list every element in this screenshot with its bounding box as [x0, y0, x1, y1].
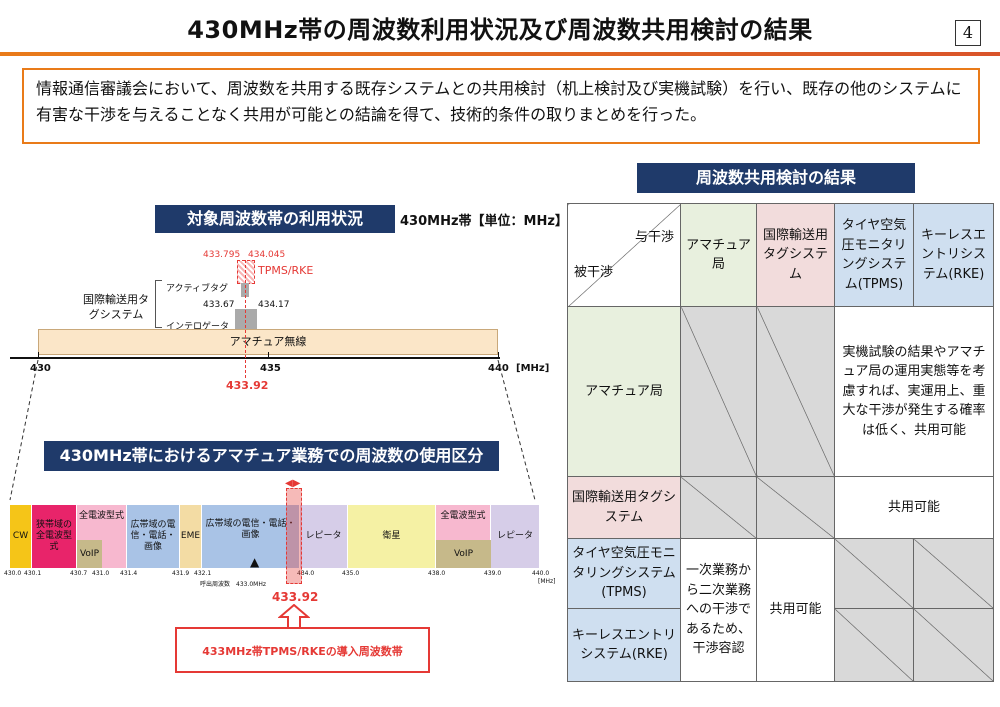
seg-voip2: VoIP [436, 540, 491, 568]
freq-434045: 434.045 [248, 250, 286, 260]
cell-amateur-result: 実機試験の結果やアマチュア局の運用実態等を考慮すれば、実運用上、重大な干渉が発生… [834, 306, 994, 477]
seg-cw: CW [10, 505, 32, 568]
utilization-label: 対象周波数帯の利用状況 [155, 205, 395, 233]
header-victim: 被干渉 [574, 264, 614, 280]
tpms-rke-band [237, 260, 255, 284]
usage-label: 430MHz帯におけるアマチュア業務での周波数の使用区分 [44, 441, 499, 471]
row-rke: キーレスエントリシステム(RKE) [567, 608, 681, 682]
tick-label: 431.4 [120, 570, 138, 577]
tick-label: 438.0 [428, 570, 446, 577]
axis-tick [268, 352, 269, 359]
freq-43367: 433.67 [203, 300, 235, 310]
col-amateur: アマチュア局 [680, 203, 757, 307]
seg-repeater1: レピータ [300, 505, 348, 568]
tpms-rke-label: TPMS/RKE [258, 264, 314, 277]
tick-label: 430.7 [70, 570, 88, 577]
calling-arrow: ▲ [250, 555, 260, 569]
page-title: 430MHz帯の周波数利用状況及び周波数共用検討の結果 [187, 16, 813, 44]
active-tag-label: アクティブタグ [166, 284, 229, 294]
tpms-rke-highlight [286, 488, 302, 584]
usage-unit: [MHz] [538, 578, 556, 585]
freq-43417: 434.17 [258, 300, 290, 310]
header-interferer: 与干渉 [634, 230, 674, 245]
cell-na [834, 608, 914, 682]
cell-na [913, 538, 994, 609]
tick-label: 435.0 [342, 570, 360, 577]
col-tpms: タイヤ空気圧モニタリングシステム(TPMS) [834, 203, 914, 307]
center-freq-top: 433.92 [226, 379, 269, 392]
seg-voip1: VoIP [77, 540, 102, 568]
cell-na [756, 476, 835, 539]
header-corner: 与干渉 被干渉 [567, 203, 681, 307]
cell-na [680, 476, 757, 539]
summary-box: 情報通信審議会において、周波数を共用する既存システムとの共用検討（机上検討及び実… [22, 68, 980, 144]
calling-freq: 呼出周波数 433.0MHz [200, 581, 267, 588]
seg-repeater2: レピータ [491, 505, 540, 568]
col-rke: キーレスエントリシステム(RKE) [913, 203, 994, 307]
tick-label: 432.1 [194, 570, 212, 577]
tick-label: 430.1 [24, 570, 42, 577]
seg-narrow: 狭帯域の全電波型式 [32, 505, 77, 568]
cell-na [913, 608, 994, 682]
system-label: 国際輸送用タグシステム [83, 293, 149, 322]
callout-box: 433MHz帯TPMS/RKEの導入周波数帯 [175, 627, 430, 673]
page-number: 4 [955, 20, 981, 46]
cell-na [680, 306, 757, 477]
result-table: 与干渉 被干渉 アマチュア局 国際輸送用タグシステム タイヤ空気圧モニタリングシ… [567, 203, 994, 682]
cell-na [834, 538, 914, 609]
axis-tick [498, 352, 499, 359]
interrogator-band [235, 309, 257, 329]
row-amateur: アマチュア局 [567, 306, 681, 477]
freq-axis [10, 357, 500, 359]
seg-wide1: 広帯域の電信・電話・画像 [127, 505, 180, 568]
tick-label: 431.0 [92, 570, 110, 577]
seg-eme: EME [180, 505, 202, 568]
tick-label: 439.0 [484, 570, 502, 577]
band-unit: 430MHz帯【単位：MHz】 [400, 214, 568, 229]
width-arrow: ◀▶ [285, 478, 301, 489]
freq-433795: 433.795 [203, 250, 241, 260]
cell-na [756, 306, 835, 477]
center-freq-bottom: 433.92 [272, 590, 319, 604]
system-bracket [155, 280, 162, 328]
cell-tag-result: 共用可能 [834, 476, 994, 539]
result-label: 周波数共用検討の結果 [637, 163, 915, 193]
tick-label: 434.0 [297, 570, 315, 577]
axis-430: 430 [30, 363, 51, 374]
cell-tpms-tag-result: 共用可能 [756, 538, 835, 682]
title-divider [0, 52, 1000, 56]
cell-tpms-amateur-result: 一次業務から二次業務への干渉であるため、干渉容認 [680, 538, 757, 682]
axis-440: 440 [488, 363, 509, 374]
row-tag: 国際輸送用タグシステム [567, 476, 681, 539]
tick-label: 431.9 [172, 570, 190, 577]
interrogator-label: インテロゲータ [166, 322, 230, 332]
axis-435: 435 [260, 363, 281, 374]
seg-satellite: 衛星 [348, 505, 436, 568]
tick-label: 430.0 [4, 570, 22, 577]
tick-label: 440.0 [532, 570, 550, 577]
zoom-lines [9, 360, 536, 501]
seg-wide2: 広帯域の電信・電話・画像 [202, 505, 300, 568]
center-line-top [245, 260, 246, 378]
row-tpms: タイヤ空気圧モニタリングシステム(TPMS) [567, 538, 681, 609]
axis-unit: [MHz] [516, 363, 550, 374]
axis-tick [38, 352, 39, 359]
col-tag: 国際輸送用タグシステム [756, 203, 835, 307]
